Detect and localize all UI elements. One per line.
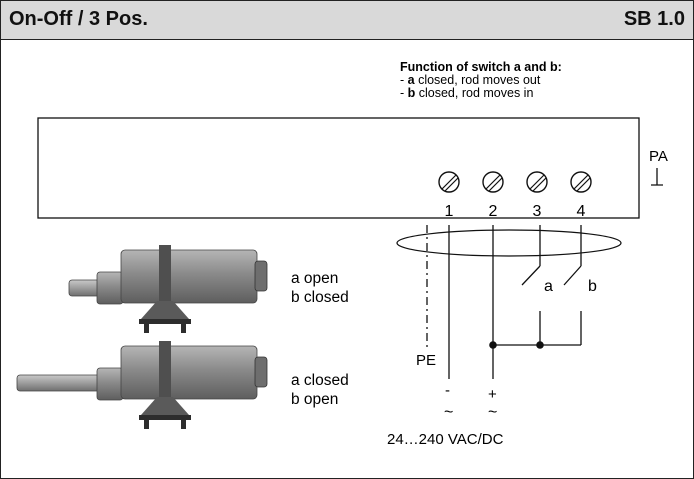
- state-1-line-1: a open: [291, 270, 338, 287]
- switch-b-label: b: [588, 278, 597, 295]
- function-heading: Function of switch a and b:: [400, 60, 562, 74]
- plus-symbol: +: [488, 386, 497, 403]
- cable-bundle-ellipse: [396, 229, 622, 257]
- actuator-rod-extended-illustration: [16, 341, 268, 429]
- switch-a-label: a: [544, 278, 553, 295]
- actuator-rod-retracted-illustration: [68, 245, 268, 333]
- supply-voltage-label: 24…240 VAC/DC: [387, 431, 504, 448]
- terminal-number-4: 4: [577, 203, 586, 220]
- pa-label: PA: [649, 148, 668, 165]
- terminal-housing: [37, 117, 640, 219]
- terminal-number-2: 2: [489, 203, 498, 220]
- terminal-screw-3: [526, 171, 548, 193]
- terminal-screw-1: [438, 171, 460, 193]
- terminal-number-3: 3: [533, 203, 542, 220]
- switch-b: [563, 225, 582, 345]
- minus-symbol: -: [445, 382, 450, 399]
- pa-symbol: [651, 168, 663, 186]
- state-2-line-1: a closed: [291, 372, 349, 389]
- switch-a: [521, 225, 541, 345]
- ac-symbol-1: ~: [444, 404, 453, 421]
- terminal-screw-4: [570, 171, 592, 193]
- state-2-line-2: b open: [291, 391, 338, 408]
- diagram-code: SB 1.0: [623, 8, 685, 30]
- page-title: On-Off / 3 Pos.: [9, 8, 148, 30]
- ac-symbol-2: ~: [488, 404, 497, 421]
- function-line-a: - a closed, rod moves out: [400, 73, 541, 87]
- pe-label: PE: [416, 352, 436, 369]
- function-line-b: - b closed, rod moves in: [400, 86, 533, 100]
- terminal-screw-2: [482, 171, 504, 193]
- terminal-number-1: 1: [445, 203, 454, 220]
- header-bar: On-Off / 3 Pos. SB 1.0: [1, 1, 693, 40]
- state-1-line-2: b closed: [291, 289, 349, 306]
